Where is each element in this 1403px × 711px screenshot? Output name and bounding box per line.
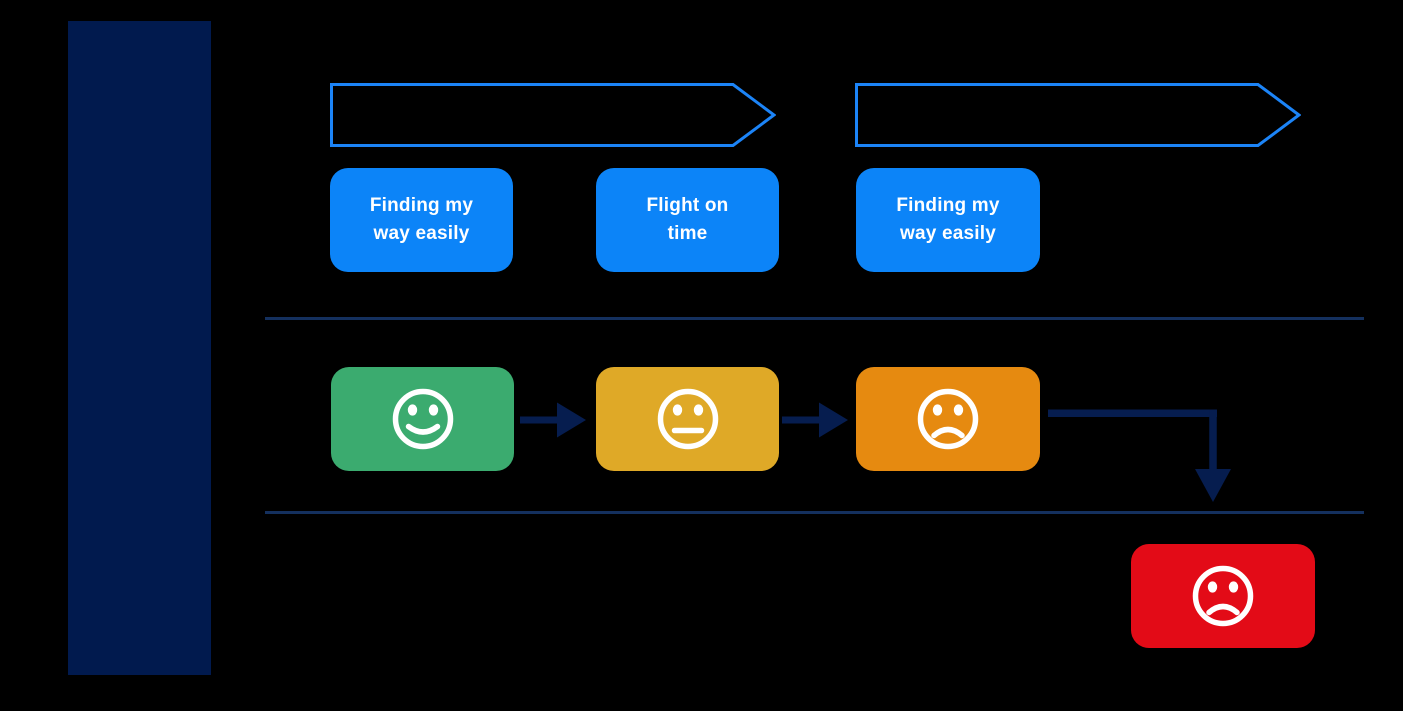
touchpoint-label-line: Finding my bbox=[896, 195, 1000, 216]
left-vertical-bar bbox=[68, 21, 211, 675]
emotion-card-very-sad bbox=[1131, 544, 1315, 648]
stage-banner-2 bbox=[855, 83, 1301, 147]
emotion-card-neutral bbox=[596, 367, 779, 471]
stage-banner-1-outline bbox=[330, 83, 776, 147]
touchpoint-label-line: time bbox=[667, 223, 708, 244]
touchpoint-label-line: way easily bbox=[373, 223, 470, 244]
touchpoint-card: Flight on time bbox=[596, 168, 779, 272]
stage-banner-1 bbox=[330, 83, 776, 147]
elbow-arrow-down-icon bbox=[1048, 409, 1231, 502]
touchpoint-label-line: Flight on bbox=[646, 195, 729, 216]
emotion-card-sad bbox=[856, 367, 1040, 471]
emotion-card-happy bbox=[331, 367, 514, 471]
arrow-right-icon bbox=[782, 402, 848, 438]
sad-face-icon bbox=[1192, 565, 1254, 627]
touchpoint-card: Finding my way easily bbox=[856, 168, 1040, 272]
horizontal-divider-top bbox=[265, 317, 1364, 320]
happy-face-icon bbox=[392, 388, 453, 450]
sad-face-icon bbox=[917, 388, 979, 450]
arrow-right-icon bbox=[520, 402, 586, 438]
touchpoint-card: Finding my way easily bbox=[330, 168, 513, 272]
stage-banner-2-outline bbox=[855, 83, 1301, 147]
touchpoint-label-line: Finding my bbox=[369, 195, 474, 216]
horizontal-divider-bottom bbox=[265, 511, 1364, 514]
touchpoint-label-line: way easily bbox=[899, 223, 997, 244]
neutral-face-icon bbox=[657, 388, 718, 450]
